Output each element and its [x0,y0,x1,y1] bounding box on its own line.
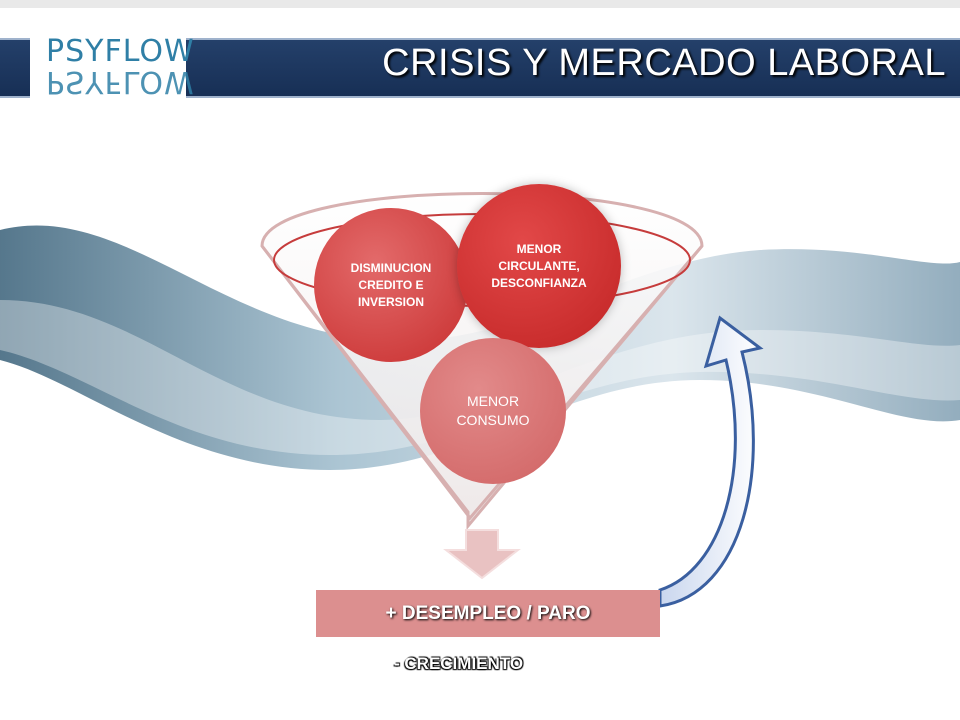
circle-label-line: CONSUMO [456,412,530,428]
circle-label-line: CIRCULANTE, [498,258,580,273]
result-label: + DESEMPLEO / PARO [385,602,591,624]
circle-label-line: DESCONFIANZA [491,275,587,290]
result-box: + DESEMPLEO / PARO [316,590,660,637]
top-strip [0,0,960,8]
circle-credit-investment: DISMINUCION CREDITO E INVERSION [314,208,468,362]
circle-label-line: MENOR [466,393,520,409]
page-title: CRISIS Y MERCADO LABORAL [382,42,946,84]
circle-circulation-distrust: MENOR CIRCULANTE, DESCONFIANZA [457,184,621,348]
feedback-arrow-icon [658,315,764,608]
circle-label-line: MENOR [516,241,562,256]
circle-label-line: CREDITO E [358,277,424,292]
funnel-sides [260,245,704,521]
growth-label: - CRECIMIENTO [394,654,524,673]
down-arrow-icon [443,529,521,580]
logo-reflection: PSYFLOW [46,64,195,99]
circle-label-line: INVERSION [357,294,424,309]
logo-text: PSYFLOW [46,34,195,69]
circle-consumption: MENOR CONSUMO [420,338,566,484]
logo: PSYFLOW PSYFLOW [30,30,195,104]
circle-label-line: DISMINUCION [350,260,432,275]
